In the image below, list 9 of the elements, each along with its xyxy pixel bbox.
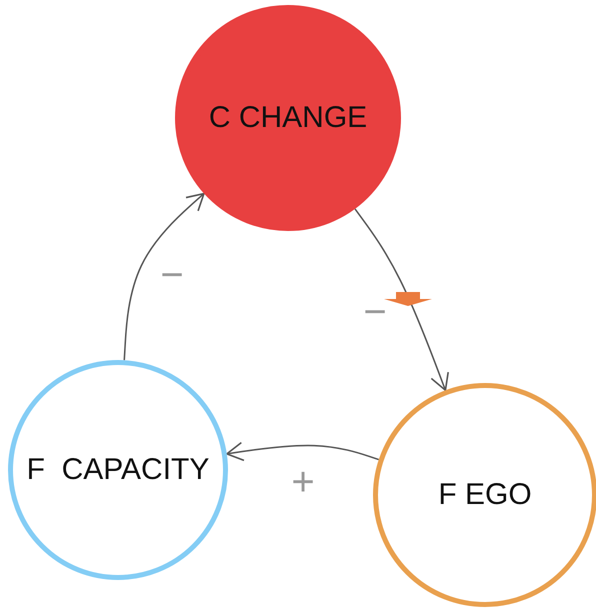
- edge-label: +: [291, 462, 315, 502]
- arrow: [226, 442, 379, 462]
- node-label: F EGO: [438, 478, 532, 512]
- arrow: [354, 208, 449, 392]
- node-label: F CAPACITY: [26, 453, 210, 487]
- node-label: C CHANGE: [208, 101, 368, 135]
- edge-label: −: [160, 255, 184, 295]
- arrow: [124, 192, 205, 360]
- edge-label: −: [363, 292, 387, 332]
